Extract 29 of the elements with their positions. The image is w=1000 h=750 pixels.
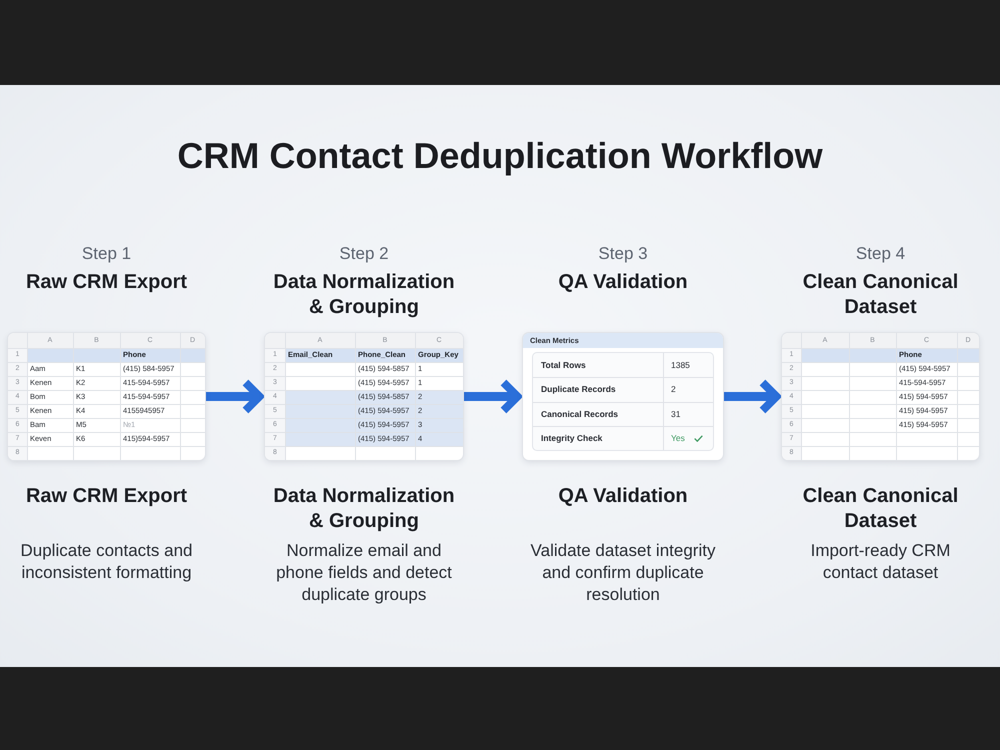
metrics-table [533,353,713,450]
step-title: Clean Canonical Dataset [802,484,960,534]
step-label: Step 1 [82,244,132,263]
status-text: Yes [671,432,685,444]
metric-label: Total Rows [541,360,586,370]
arrow [463,378,523,414]
diagram-title: CRM Contact Deduplication Workflow [177,135,823,176]
step-label: Step 2 [339,244,389,263]
step-label: Step 3 [598,244,648,263]
step-title: QA Validation [558,484,688,509]
step-title: Data Normalization & Grouping [272,270,456,320]
metric-label: Duplicate Records [541,384,616,394]
metric-value: 2 [671,384,676,394]
step-description: Duplicate contacts and inconsistent formatting [20,540,194,584]
step-title: QA Validation [558,270,688,295]
step-title: Data Normalization & Grouping [272,484,456,534]
metric-label: Integrity Check [541,432,602,444]
step-title: Raw CRM Export [26,270,188,295]
metric-value: 31 [671,408,680,420]
step-description: Import-ready CRM contact dataset [810,540,952,584]
metric-label: Canonical Records [541,408,618,420]
step-description: Validate dataset integrity and confirm duplicate resolution [530,540,716,606]
step-label: Step 4 [856,244,906,263]
step-title: Raw CRM Export [26,484,188,509]
arrow [205,378,265,414]
metric-value: 1385 [671,360,690,370]
step-title: Clean Canonical Dataset [802,270,960,320]
arrow [723,378,782,414]
step-description: Normalize email and phone fields and detect duplicate groups [275,540,453,606]
